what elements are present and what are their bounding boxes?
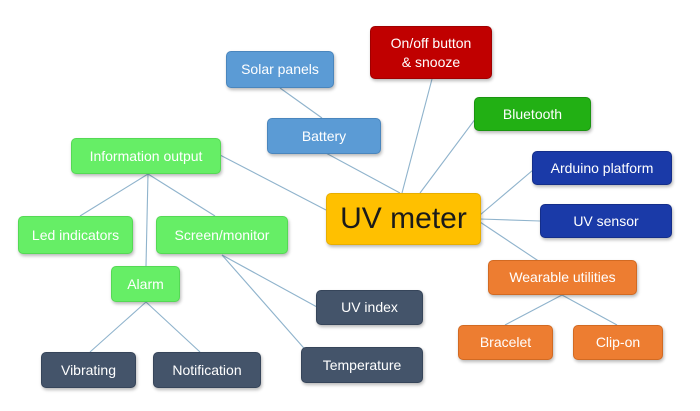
node-uv-sensor: UV sensor (540, 204, 672, 238)
node-bracelet: Bracelet (458, 325, 553, 360)
link-solar-battery (279, 87, 323, 119)
node-battery: Battery (267, 118, 381, 154)
node-vibrating: Vibrating (41, 352, 136, 388)
node-wearable-utilities: Wearable utilities (488, 260, 637, 295)
link-onoff-uvmeter (401, 78, 433, 194)
node-notification: Notification (153, 352, 261, 388)
node-screen-monitor: Screen/monitor (156, 216, 288, 254)
link-bluetooth-uvmeter (419, 117, 477, 194)
link-alarm-notification (145, 301, 201, 353)
node-led-indicators: Led indicators (18, 216, 133, 254)
link-info-uvmeter (219, 154, 327, 211)
node-arduino-platform: Arduino platform (532, 151, 672, 185)
node-uv-index: UV index (316, 290, 423, 325)
link-info-alarm (145, 173, 149, 267)
link-alarm-vibrating (89, 301, 147, 353)
link-info-led (79, 173, 149, 217)
link-wearable-bracelet (504, 294, 563, 326)
link-wearable-uvmeter (479, 221, 541, 263)
node-uv-meter: UV meter (326, 193, 481, 245)
link-battery-uvmeter (323, 151, 401, 194)
link-uvsensor-uvmeter (479, 218, 541, 222)
node-temperature: Temperature (301, 347, 423, 383)
link-wearable-clipon (561, 294, 618, 326)
node-clip-on: Clip-on (573, 325, 663, 360)
node-bluetooth: Bluetooth (474, 97, 591, 131)
link-screen-uvindex (221, 254, 318, 308)
link-screen-temperature (221, 254, 318, 364)
link-info-screen (147, 173, 216, 217)
link-arduino-uvmeter (479, 169, 534, 216)
node-solar-panels: Solar panels (226, 51, 334, 88)
node-information-output: Information output (71, 138, 221, 174)
node-alarm: Alarm (111, 266, 180, 302)
node-on-off-button: On/off button & snooze (370, 26, 492, 79)
